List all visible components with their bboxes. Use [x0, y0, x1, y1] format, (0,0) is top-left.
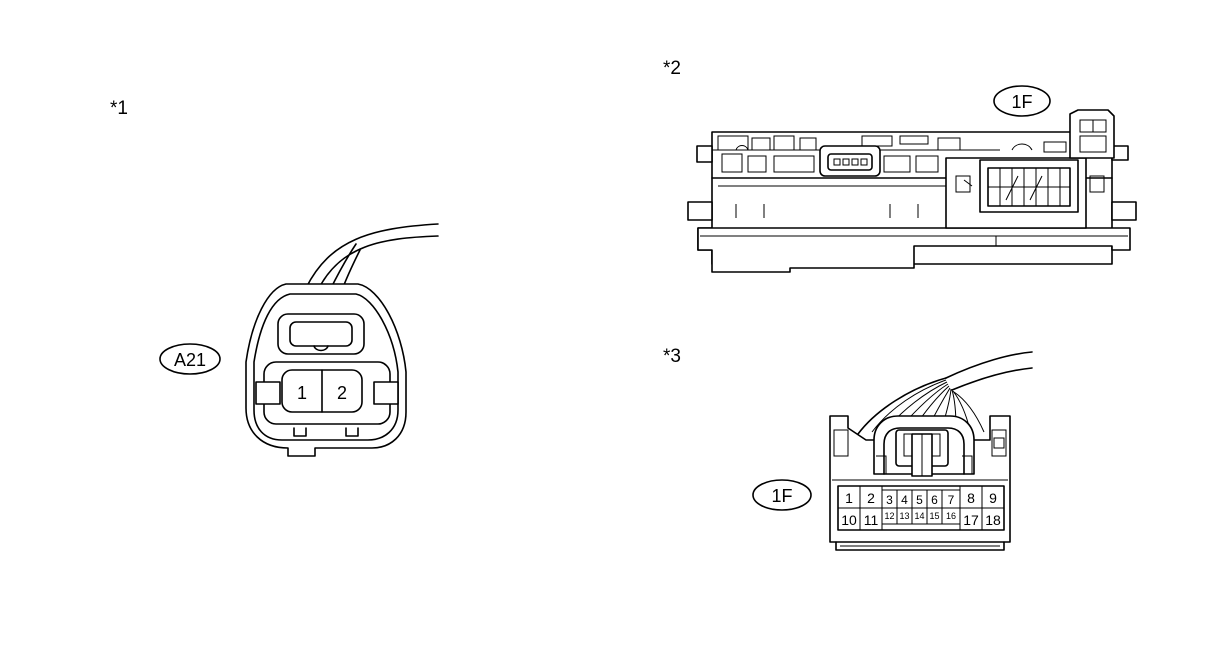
figure-1-marker: *1 — [110, 98, 128, 119]
1f-pin-10: 10 — [841, 512, 857, 528]
1f-pin-2: 2 — [867, 490, 875, 506]
1f-pin-12: 12 — [884, 511, 894, 521]
1f-pin-18: 18 — [985, 512, 1001, 528]
connector-1f-callout: 1F — [752, 479, 812, 511]
figure-2-marker: *2 — [663, 58, 681, 79]
connector-1f-drawing: 1 2 8 9 3 4 5 6 7 12 13 14 15 16 10 11 1… — [829, 351, 1033, 551]
1f-pin-6: 6 — [931, 493, 938, 507]
1f-pin-7: 7 — [948, 493, 955, 507]
1f-pin-3: 3 — [886, 493, 893, 507]
a21-pin-2: 2 — [337, 383, 347, 403]
component-1f-callout: 1F — [993, 85, 1051, 117]
1f-pin-14: 14 — [914, 511, 924, 521]
1f-pin-15: 15 — [929, 511, 939, 521]
svg-text:1F: 1F — [1011, 92, 1032, 112]
1f-pin-8: 8 — [967, 490, 975, 506]
figure-3-marker: *3 — [663, 346, 681, 367]
1f-pin-13: 13 — [899, 511, 909, 521]
1f-pin-11: 11 — [864, 512, 879, 528]
a21-connector-callout: A21 — [159, 343, 221, 375]
1f-pin-1: 1 — [845, 490, 853, 506]
svg-text:A21: A21 — [174, 350, 206, 370]
1f-pin-9: 9 — [989, 490, 997, 506]
1f-pin-4: 4 — [901, 493, 908, 507]
1f-pin-16: 16 — [946, 511, 956, 521]
connector-a21-drawing: 1 2 — [245, 223, 439, 457]
svg-text:1F: 1F — [771, 486, 792, 506]
component-1f-location-drawing — [687, 109, 1137, 273]
1f-pin-17: 17 — [963, 512, 979, 528]
a21-pin-1: 1 — [297, 383, 307, 403]
1f-pin-5: 5 — [916, 493, 923, 507]
